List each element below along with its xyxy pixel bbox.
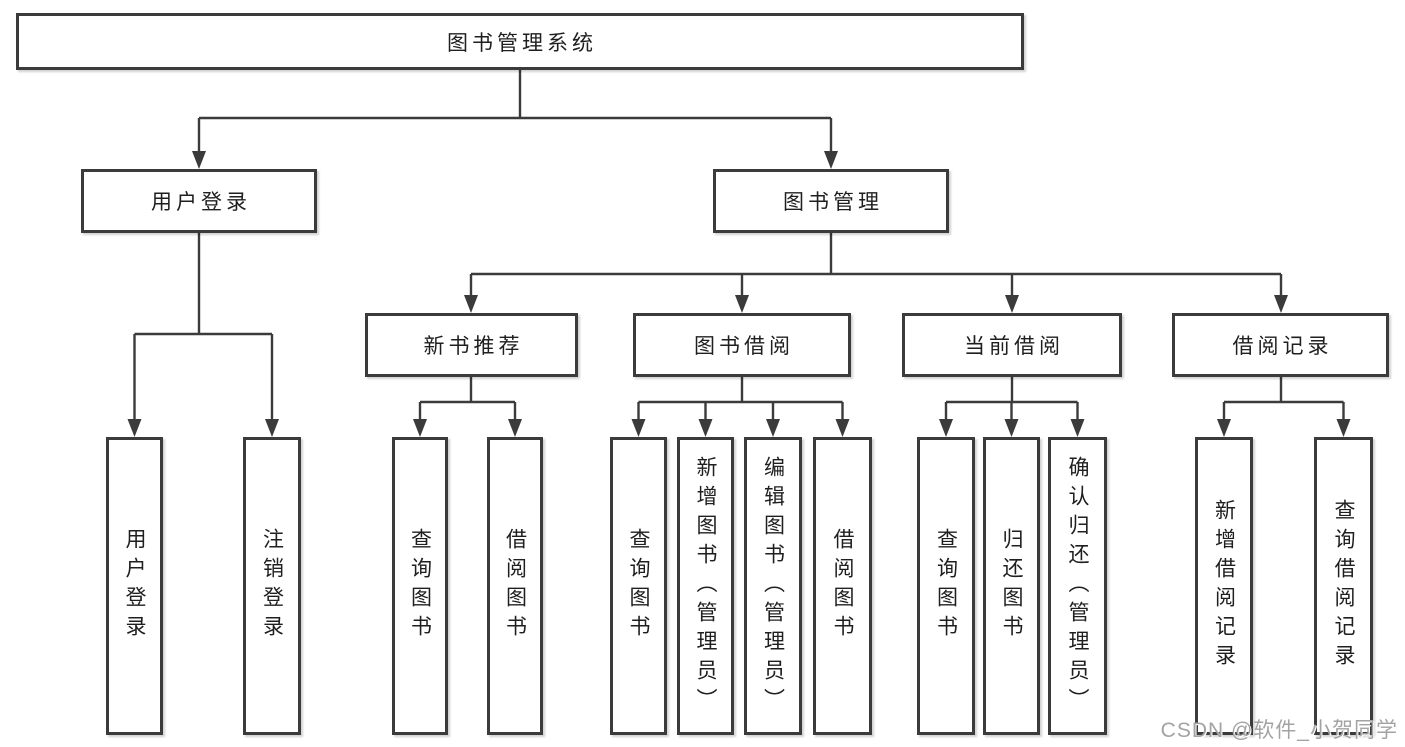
leaf-query-books-1: 查询图书 <box>392 437 448 735</box>
leaf-query-books-3-label: 查询图书 <box>934 528 958 644</box>
leaf-return-books: 归还图书 <box>983 437 1040 735</box>
leaf-logout: 注销登录 <box>243 437 301 735</box>
leaf-query-books-3: 查询图书 <box>917 437 975 735</box>
node-borrowing-records: 借阅记录 <box>1172 313 1389 377</box>
leaf-query-books-2: 查询图书 <box>610 437 667 735</box>
leaf-add-book-admin-label: 新增图书（管理员） <box>694 455 717 717</box>
leaf-borrow-books-2: 借阅图书 <box>813 437 872 735</box>
node-book-management-label: 图书管理 <box>783 191 883 214</box>
leaf-add-borrow-record: 新增借阅记录 <box>1195 437 1253 735</box>
leaf-query-books-1-label: 查询图书 <box>408 528 432 644</box>
watermark: CSDN @软件_小贺同学 <box>1160 719 1398 742</box>
node-root: 图书管理系统 <box>16 13 1024 70</box>
node-borrowing-records-label: 借阅记录 <box>1232 335 1333 358</box>
node-book-borrowing: 图书借阅 <box>633 313 851 377</box>
leaf-confirm-return-admin-label: 确认归还（管理员） <box>1066 455 1089 717</box>
leaf-add-book-admin: 新增图书（管理员） <box>677 437 734 735</box>
leaf-user-login: 用户登录 <box>106 437 163 735</box>
leaf-add-borrow-record-label: 新增借阅记录 <box>1212 499 1236 673</box>
leaf-query-borrow-record: 查询借阅记录 <box>1314 437 1373 735</box>
leaf-borrow-books-1: 借阅图书 <box>487 437 543 735</box>
leaf-borrow-books-2-label: 借阅图书 <box>831 528 854 644</box>
leaf-user-login-label: 用户登录 <box>123 528 146 644</box>
leaf-query-books-2-label: 查询图书 <box>627 528 650 644</box>
node-new-book-recommend-label: 新书推荐 <box>423 335 524 358</box>
node-new-book-recommend: 新书推荐 <box>365 313 578 377</box>
node-user-login: 用户登录 <box>81 169 317 233</box>
leaf-edit-book-admin-label: 编辑图书（管理员） <box>761 455 785 717</box>
node-root-label: 图书管理系统 <box>447 31 597 55</box>
leaf-return-books-label: 归还图书 <box>1000 528 1023 644</box>
node-book-management: 图书管理 <box>713 169 949 233</box>
leaf-query-borrow-record-label: 查询借阅记录 <box>1332 499 1355 673</box>
node-current-borrowing-label: 当前借阅 <box>964 335 1064 358</box>
leaf-logout-label: 注销登录 <box>260 528 284 644</box>
leaf-confirm-return-admin: 确认归还（管理员） <box>1048 437 1107 735</box>
node-user-login-label: 用户登录 <box>151 191 251 214</box>
leaf-borrow-books-1-label: 借阅图书 <box>503 528 527 644</box>
leaf-edit-book-admin: 编辑图书（管理员） <box>744 437 802 735</box>
node-current-borrowing: 当前借阅 <box>902 313 1122 377</box>
node-book-borrowing-label: 图书借阅 <box>694 335 794 358</box>
